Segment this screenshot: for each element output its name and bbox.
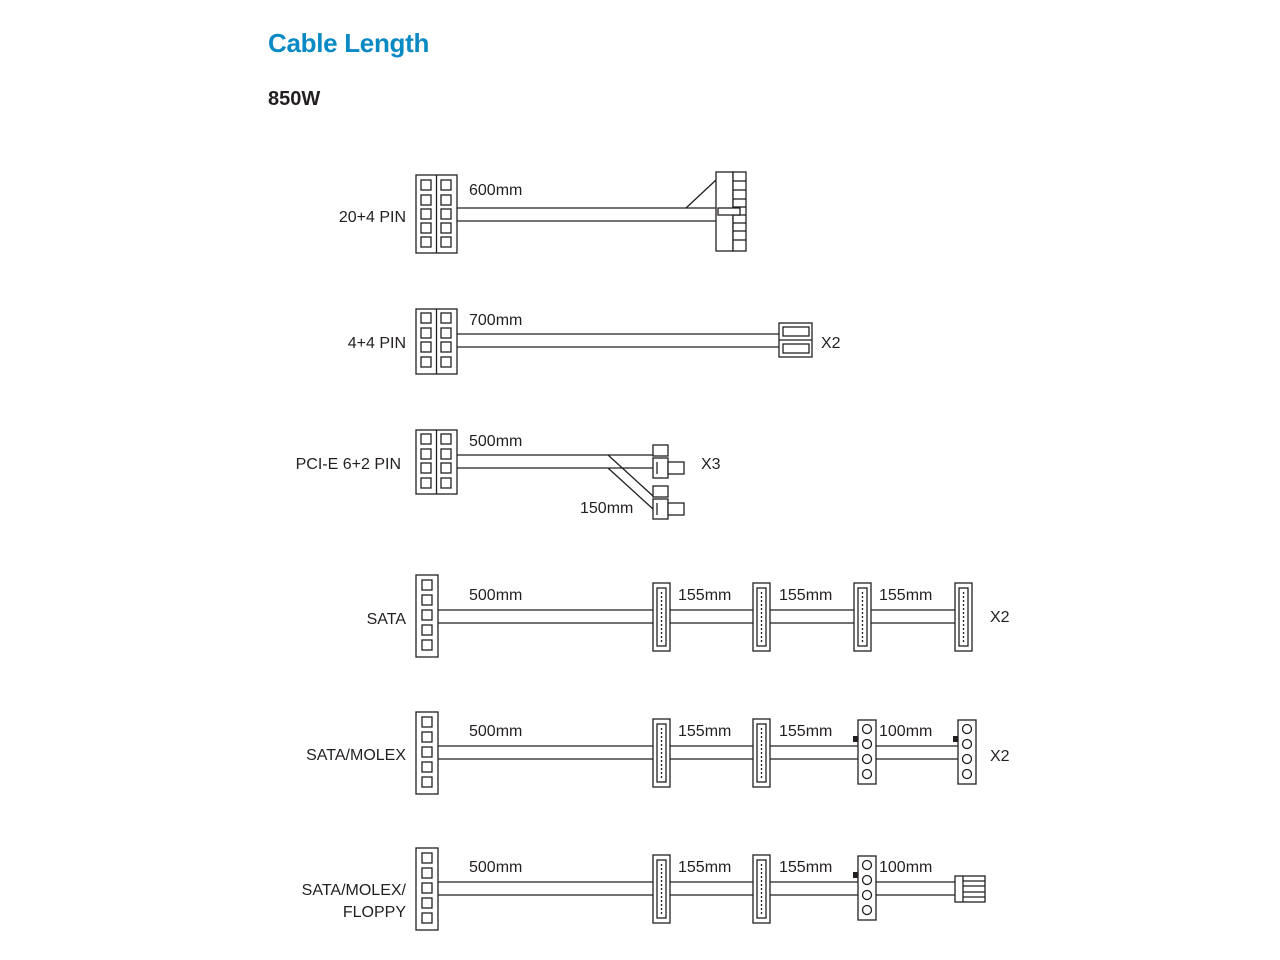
segment-length: 100mm: [879, 723, 932, 740]
cable-sata: SATA 500mm 155mm 155mm 155: [367, 574, 1010, 658]
psu-sata-modular-connector-icon: [415, 711, 439, 795]
segment-length: 600mm: [469, 182, 522, 199]
molex-connector-icon: [953, 719, 977, 785]
segment-length: 500mm: [469, 723, 522, 740]
sata-connector-icon: [652, 582, 671, 652]
pcie-6-2-connector-icon: [652, 485, 685, 520]
segment-length: 100mm: [879, 859, 932, 876]
segment-length: 155mm: [678, 859, 731, 876]
sata-connector-icon: [853, 582, 872, 652]
cable-sata-molex-floppy: SATA/MOLEX/ FLOPPY: [302, 847, 986, 931]
segment-length: 500mm: [469, 859, 522, 876]
cable-pcie-6-2-pin: PCI-E 6+2 PIN 500mm 150mm X3: [296, 429, 721, 520]
segment-length: 155mm: [779, 587, 832, 604]
floppy-connector-icon: [954, 875, 986, 903]
cable-label: 4+4 PIN: [348, 335, 406, 352]
molex-connector-icon: [853, 855, 877, 921]
cable-label: SATA/MOLEX: [306, 747, 406, 764]
sata-connector-icon: [652, 854, 671, 924]
wattage-heading: 850W: [268, 88, 321, 110]
sata-connector-icon: [652, 718, 671, 788]
cable-4-4-pin: 4+4 PIN 700mm X2: [348, 308, 841, 375]
psu-sata-modular-connector-icon: [415, 574, 439, 658]
sata-connector-icon: [752, 582, 771, 652]
segment-length: 500mm: [469, 433, 522, 450]
sata-connector-icon: [954, 582, 973, 652]
page-title: Cable Length: [268, 28, 430, 58]
cable-branch-wire: [607, 467, 654, 510]
segment-length: 155mm: [678, 587, 731, 604]
cable-multiplier: X2: [821, 335, 841, 352]
psu-modular-connector-icon: [415, 429, 458, 495]
psu-modular-connector-icon: [415, 174, 458, 254]
segment-length: 150mm: [580, 500, 633, 517]
sata-connector-icon: [752, 718, 771, 788]
cable-multiplier: X2: [990, 748, 1010, 765]
cable-multiplier: X2: [990, 609, 1010, 626]
segment-length: 155mm: [678, 723, 731, 740]
cable-label-line-2: FLOPPY: [343, 904, 406, 921]
psu-modular-connector-icon: [415, 308, 458, 375]
cable-branch-wire: [607, 454, 654, 497]
cable-label: 20+4 PIN: [339, 209, 406, 226]
cpu-4-4-connector-icon: [778, 322, 813, 358]
segment-length: 500mm: [469, 587, 522, 604]
atx-24pin-connector-icon: [715, 171, 747, 252]
cable-label: PCI-E 6+2 PIN: [296, 456, 401, 473]
cable-20-4-pin: 20+4 PIN 600mm: [339, 171, 747, 254]
cable-label: SATA: [367, 611, 407, 628]
cable-multiplier: X3: [701, 456, 721, 473]
segment-length: 155mm: [779, 859, 832, 876]
psu-sata-modular-connector-icon: [415, 847, 439, 931]
cable-sata-molex: SATA/MOLEX: [306, 711, 1010, 795]
cable-label-line-1: SATA/MOLEX/: [302, 882, 407, 899]
segment-length: 155mm: [779, 723, 832, 740]
molex-connector-icon: [853, 719, 877, 785]
segment-length: 155mm: [879, 587, 932, 604]
segment-length: 700mm: [469, 312, 522, 329]
sata-connector-icon: [752, 854, 771, 924]
pcie-6-2-connector-icon: [652, 444, 685, 479]
